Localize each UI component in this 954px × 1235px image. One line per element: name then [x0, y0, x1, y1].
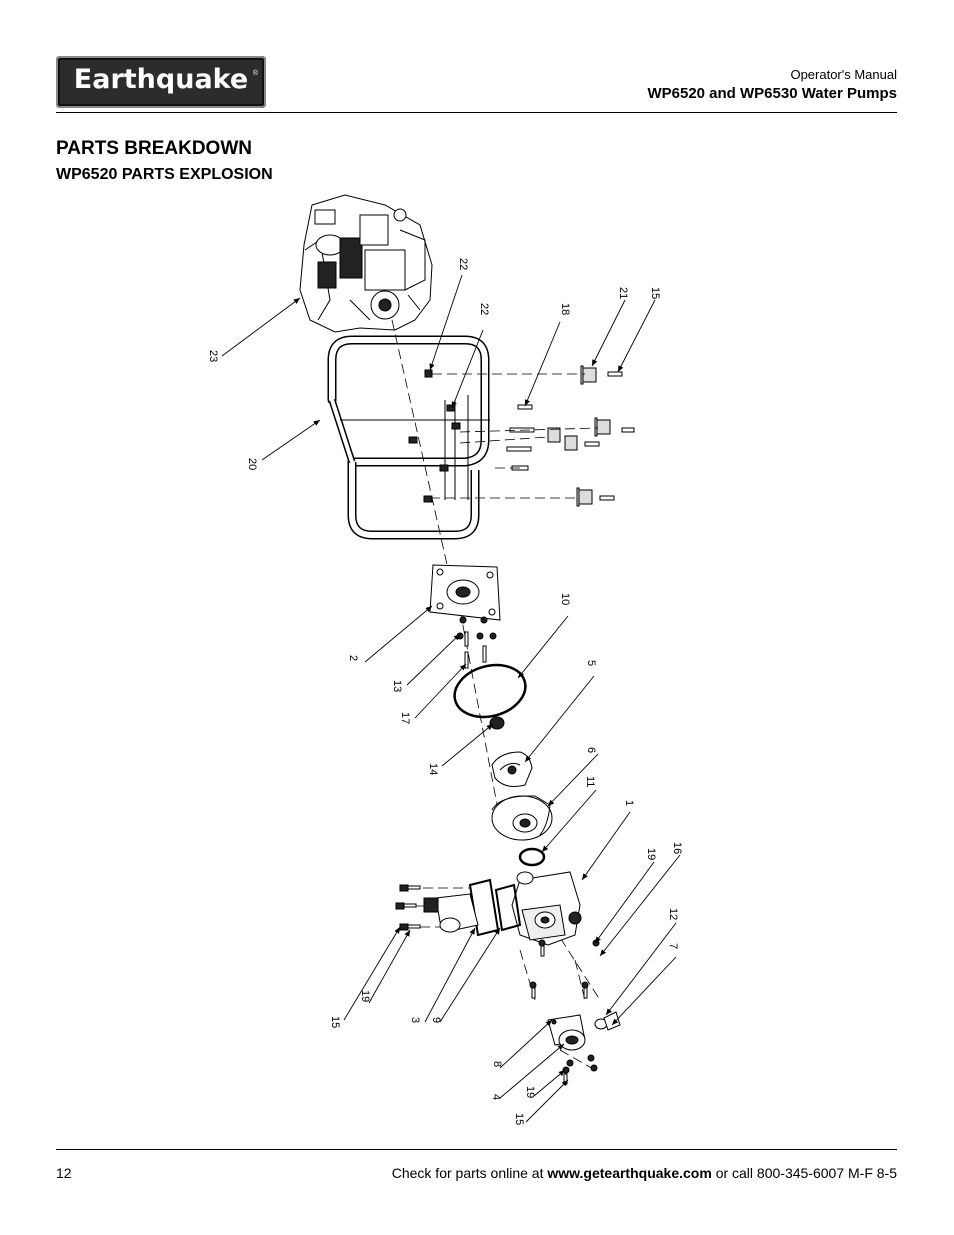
frame-illustration — [327, 335, 490, 540]
o-ring-illustration — [453, 663, 527, 719]
assembly-lines — [391, 319, 601, 1071]
inlet-assembly-illustration — [423, 878, 522, 937]
callout-12: 12 — [667, 908, 679, 920]
callout-17: 17 — [399, 712, 411, 724]
callout-23: 23 — [207, 350, 219, 362]
callout-19: 19 — [645, 848, 657, 860]
callout-8: 8 — [491, 1061, 503, 1067]
callout-22: 22 — [457, 258, 469, 270]
callout-leader-lines — [221, 274, 681, 1123]
callout-10: 10 — [559, 593, 571, 605]
callout-15: 15 — [329, 1016, 341, 1028]
callout-4: 4 — [490, 1094, 502, 1100]
callout-1: 1 — [623, 800, 635, 806]
section-subtitle: WP6520 PARTS EXPLOSION — [56, 166, 273, 183]
footer-contact: Check for parts online at www.getearthqu… — [392, 1165, 897, 1181]
registered-mark: ® — [252, 70, 258, 77]
frame-hardware — [408, 365, 635, 507]
footer-divider — [56, 1149, 897, 1150]
callout-15: 15 — [649, 287, 661, 299]
pump-housing-illustration — [511, 871, 582, 946]
callout-9: 9 — [430, 1017, 442, 1023]
callout-19: 19 — [359, 990, 371, 1002]
website-link[interactable]: www.getearthquake.com — [547, 1165, 712, 1181]
header-divider — [56, 112, 897, 113]
callout-7: 7 — [667, 943, 679, 949]
plate-screws — [456, 616, 497, 669]
impeller-illustration — [491, 751, 533, 787]
inlet-bolts — [395, 884, 421, 931]
callout-3: 3 — [409, 1017, 421, 1023]
logo-text: Earthquake — [73, 64, 249, 95]
callout-16: 16 — [671, 842, 683, 854]
outlet-flange-illustration — [547, 1014, 598, 1085]
callout-20: 20 — [246, 458, 258, 470]
model-title: WP6520 and WP6530 Water Pumps — [647, 85, 897, 102]
small-o-ring-illustration — [518, 847, 546, 867]
callout-18: 18 — [559, 303, 571, 315]
callout-19: 19 — [524, 1086, 536, 1098]
callout-22: 22 — [478, 303, 490, 315]
callout-5: 5 — [585, 660, 597, 666]
engine-illustration — [299, 194, 433, 333]
page-title: PARTS BREAKDOWN — [56, 138, 252, 159]
back-plate-illustration — [429, 564, 501, 621]
footer-text-after: or call 800-345-6007 M-F 8-5 — [715, 1165, 897, 1181]
callout-21: 21 — [617, 287, 629, 299]
callout-labels: 23 22 22 18 21 15 20 10 2 13 5 17 6 14 1… — [207, 258, 683, 1125]
callout-11: 11 — [584, 776, 596, 787]
callout-13: 13 — [391, 680, 403, 692]
drain-plug-parts — [529, 939, 621, 1031]
callout-14: 14 — [427, 763, 439, 775]
callout-2: 2 — [347, 655, 359, 661]
callout-6: 6 — [585, 747, 597, 753]
earthquake-logo: Earthquake ® — [56, 56, 266, 108]
seal-illustration — [489, 716, 505, 730]
footer-text-before: Check for parts online at — [391, 1165, 544, 1181]
volute-illustration — [491, 795, 553, 841]
callout-15: 15 — [513, 1113, 525, 1125]
manual-label: Operator's Manual — [790, 67, 897, 82]
page-number: 12 — [56, 1165, 72, 1181]
